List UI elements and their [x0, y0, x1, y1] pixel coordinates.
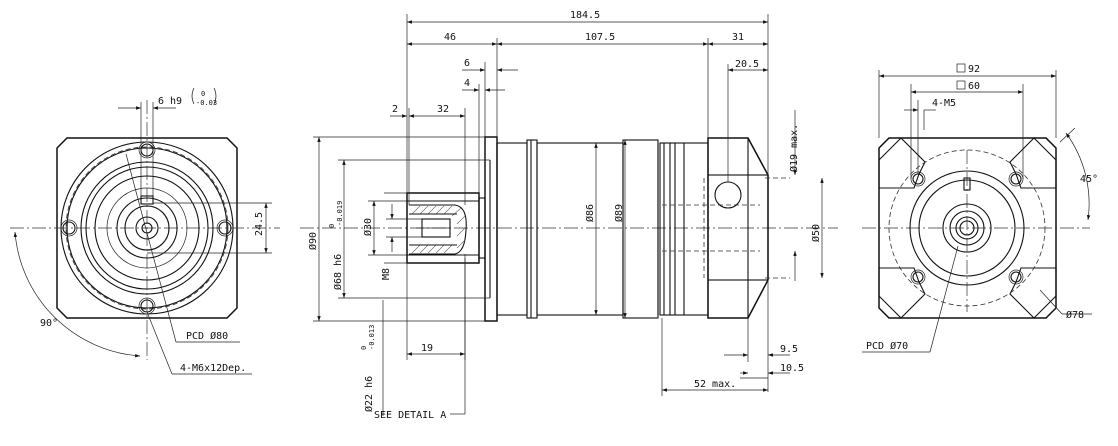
end-square-60: 60: [968, 81, 980, 92]
front-key-height-label: 24.5: [254, 212, 265, 236]
end-view: 92 60 4-M5 45° Ø78 PCD Ø70: [862, 63, 1098, 353]
svg-text:9.5: 9.5: [780, 344, 798, 355]
svg-text:0: 0: [201, 90, 205, 98]
svg-text:Ø50: Ø50: [810, 224, 822, 242]
front-angle-arc: [13, 231, 141, 358]
svg-text:4: 4: [464, 78, 470, 89]
svg-text:Ø68 h6: Ø68 h6: [332, 254, 344, 290]
svg-text:107.5: 107.5: [585, 32, 615, 43]
svg-text:0: 0: [360, 346, 368, 350]
svg-text:46: 46: [444, 32, 456, 43]
svg-text:20.5: 20.5: [735, 59, 759, 70]
svg-text:0: 0: [328, 224, 336, 228]
end-pcd-label: PCD Ø70: [866, 340, 908, 352]
side-overall-length: 184.5: [570, 10, 600, 21]
svg-text:M8: M8: [381, 268, 392, 280]
svg-text:-0.013: -0.013: [368, 325, 376, 350]
svg-text:32: 32: [437, 104, 449, 115]
svg-text:10.5: 10.5: [780, 363, 804, 374]
svg-text:Ø86: Ø86: [584, 204, 596, 222]
svg-text:6: 6: [464, 58, 470, 69]
side-clamp-hole: [714, 181, 742, 209]
side-view: 184.5 46 107.5 31 20.5 6 4 2 32 Ø90: [300, 10, 838, 421]
end-square-92: 92: [968, 64, 980, 75]
svg-text:Ø19 max.: Ø19 max.: [788, 124, 800, 172]
front-angle-label: 90°: [40, 318, 58, 329]
front-pcd-label: PCD Ø80: [186, 330, 228, 342]
svg-text:2: 2: [392, 104, 398, 115]
front-shaft: [135, 216, 159, 240]
svg-text:Ø30: Ø30: [362, 218, 374, 236]
svg-text:Ø90: Ø90: [307, 232, 319, 250]
svg-text:52 max.: 52 max.: [694, 379, 736, 390]
svg-text:Ø89: Ø89: [613, 204, 625, 222]
side-main-body: [536, 142, 624, 316]
side-detail-label: SEE DETAIL A: [374, 410, 446, 421]
svg-text:31: 31: [732, 32, 744, 43]
svg-text:-0.019: -0.019: [336, 201, 344, 226]
end-dia-78: Ø78: [1066, 309, 1084, 321]
front-view: 6 h9 0 -0.03 24.5 90° PCD Ø80 4-M6x12Dep…: [10, 87, 280, 375]
svg-text:Ø22 h6: Ø22 h6: [363, 376, 375, 412]
svg-text:-0.03: -0.03: [196, 99, 217, 107]
end-angle-label: 45°: [1080, 174, 1098, 185]
end-thread-label: 4-M5: [932, 98, 956, 109]
front-thread-label: 4-M6x12Dep.: [180, 363, 246, 374]
svg-text:19: 19: [421, 343, 433, 354]
end-pilot-circle: [909, 170, 1025, 286]
front-flange-outline: [56, 137, 238, 319]
front-key-width-label: 6 h9: [158, 96, 182, 107]
